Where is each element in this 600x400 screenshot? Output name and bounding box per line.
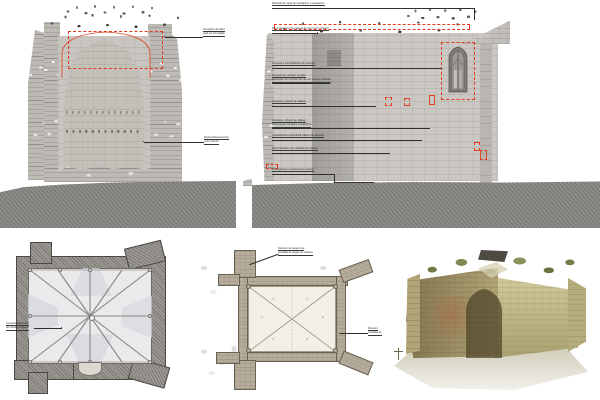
corbel-row-upper [66,111,142,114]
roof-arm-east-south [338,350,374,376]
flow-arrow-east: ▷ [322,315,325,319]
annotation-la1: Complexo de dano total por humidade [203,28,226,37]
flow-arrow-south-east: ▽ [306,337,309,341]
roof-tower-south [234,360,256,390]
model-cross-arm [394,351,403,352]
right-wall-outer [166,30,182,182]
panel-roof-plan: ◁ ▷ △ △ ▽ ▽ Direcion de auga nova recoll… [190,234,382,400]
vault-boss-nw [28,268,33,273]
annotation-ra5: Limpeza e reforzo de sillares [272,100,306,105]
gothic-window [448,46,468,93]
roof-gutter-se [333,348,339,354]
leader-dot-rp2 [339,332,341,334]
roof-hip-lines [248,286,336,352]
terrain-hatch-left [0,181,236,232]
wallhead-vegetation-peak [402,4,482,24]
terrain-hatch-right [252,181,600,232]
vault-boss-e [148,314,153,319]
vault-arch-face [63,38,145,180]
altar-niche [78,362,102,376]
annotation-vp1: Limpeza diferencial de nerbios e claves [6,322,29,331]
flow-arrow-north-west: △ [272,296,275,300]
leader-dot-la1 [164,36,166,38]
panel-3d-model [382,234,600,400]
roof-tower-north [234,250,256,278]
cross-base-wall [243,178,252,186]
red-wallhead-band [274,24,470,30]
vault-arm-top-left [30,242,52,264]
red-marker-1 [385,97,392,106]
vault-arm-bottom-stem [28,372,48,394]
annotation-ra2: Reconstruccion de cabeza de muro con can… [272,27,329,32]
vault-boss-n [88,268,93,273]
roof-arm-west-south [216,352,240,364]
leader-dot-la2 [143,141,145,143]
vault-keystone-center [88,314,95,321]
annotation-ra4: Limpeza de morteiro simples reposicion d… [272,74,331,83]
annotation-ra6: Limpeza e reforzo de sillares e elemento… [272,119,312,128]
model-crest-void [478,250,508,262]
annotation-ra3: Limpeza e consolidacion de canteria [272,62,315,67]
vault-boss-ne [148,268,153,273]
roof-gutter-ne [333,284,339,290]
annotation-ra1: Retirada de capa de vexetacion e vexetac… [272,2,325,7]
annotation-ra7: Consolidacion superficial sillares de ca… [272,134,324,139]
model-cross-shaft [398,348,399,360]
vault-boss-n2 [58,268,63,273]
annotation-ra9: Consolidacion estrutural en cruceiro [272,168,315,173]
vegetation-crown-top [60,2,160,18]
model-interior-arch [466,289,502,358]
broken-left-edge [262,35,274,181]
leader-dot-rp1 [249,264,251,266]
annotation-rp1: Direcion de auga nova recollida de augas… [278,247,313,256]
left-wall-inner [44,22,60,182]
annotation-la2: Reacondicionamento muro interior [204,136,229,145]
flow-arrow-north-east: △ [306,296,309,300]
panel-left-elevation: Complexo de dano total por humidade Reac… [0,0,252,232]
red-marker-2 [404,98,410,106]
model-left-pier [406,274,420,354]
corbel-row-lower [66,130,142,134]
red-arch-profile [61,31,151,78]
vault-boss-w [28,314,33,319]
annotation-rp2: Direcion recollida de augas [368,327,382,336]
roof-gutter-nw [246,284,252,290]
red-box-window [441,42,475,100]
buttress [480,44,492,183]
annotation-ra8: Reconstrucion con material non sillares [272,147,319,152]
flow-arrow-west: ◁ [260,315,263,319]
red-marker-4 [474,142,480,151]
vault-boss-se [148,360,153,365]
corbel-detail [327,50,341,66]
model-right-wall [494,277,578,358]
panel-vault-plan: Limpeza diferencial de nerbios e claves [0,234,190,400]
panel-right-elevation: Retirada de capa de vexetacion e vexetac… [252,0,600,232]
right-wall-ashlar [268,33,498,181]
vault-boss-sw [28,360,33,365]
panel-separator-horizontal [0,228,600,236]
vault-boss-s2 [58,360,63,365]
red-intervention-box-vault [68,31,163,69]
red-marker-5 [480,150,487,160]
roof-arm-west-north [218,274,240,286]
leader-dot-vp1 [61,327,63,329]
roof-gutter-sw [246,348,252,354]
leader-dot-ra2 [317,32,319,34]
flow-arrow-south-west: ▽ [272,337,275,341]
model-rear-gable [568,278,586,352]
red-marker-3 [429,95,435,105]
red-marker-6 [266,164,278,169]
